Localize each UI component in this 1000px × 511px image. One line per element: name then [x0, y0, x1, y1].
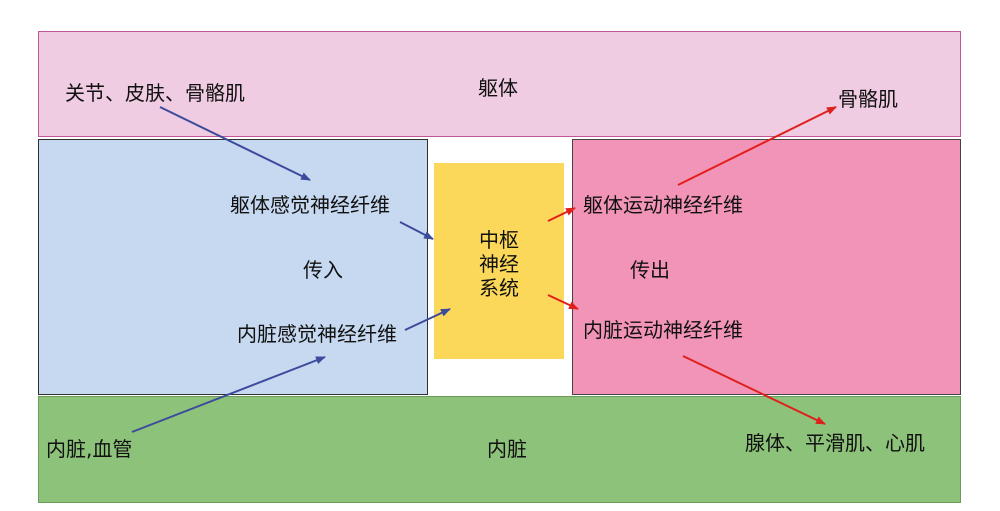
efferent-title: 传出	[630, 258, 670, 282]
cns-label-line: 神经	[479, 252, 519, 276]
visceral-sensory-fiber-label: 内脏感觉神经纤维	[237, 322, 397, 346]
cns-label-line: 中枢	[479, 228, 519, 252]
cns-label-line: 系统	[479, 276, 519, 300]
soma-target-label: 骨骼肌	[838, 87, 898, 111]
viscera-target-label: 腺体、平滑肌、心肌	[745, 431, 925, 455]
cns-box	[434, 163, 564, 359]
afferent-panel	[38, 139, 428, 395]
viscera-source-label: 内脏,血管	[46, 437, 133, 461]
visceral-motor-fiber-label: 内脏运动神经纤维	[583, 318, 743, 342]
viscera-title: 内脏	[487, 437, 527, 461]
soma-source-label: 关节、皮肤、骨骼肌	[65, 81, 245, 105]
cns-label: 中枢 神经 系统	[434, 228, 564, 300]
soma-title: 躯体	[478, 76, 518, 100]
afferent-title: 传入	[303, 258, 343, 282]
somatic-motor-fiber-label: 躯体运动神经纤维	[583, 193, 743, 217]
somatic-sensory-fiber-label: 躯体感觉神经纤维	[230, 193, 390, 217]
